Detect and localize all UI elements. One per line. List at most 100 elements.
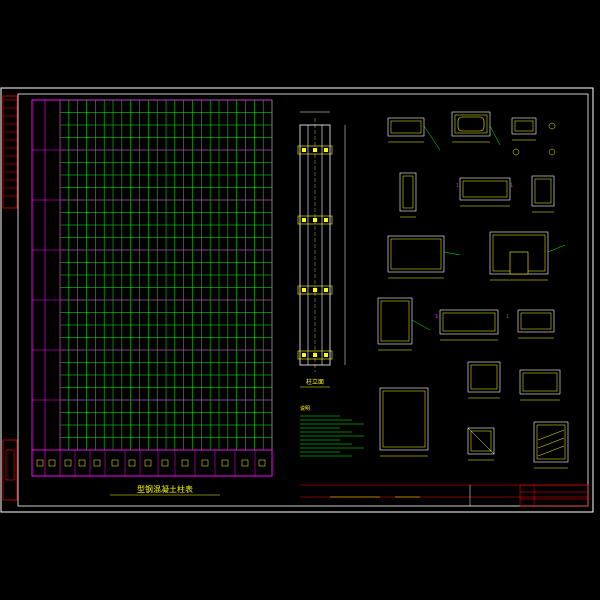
section-rebar [380,300,410,342]
shear-stud-line [537,437,565,449]
section-outline [459,177,511,201]
header-cell-mark [201,459,209,467]
section-outline [439,309,499,335]
section-rebar [534,178,552,204]
section-rebar [382,390,426,448]
beam-connection [297,215,333,225]
header-cell-mark [111,459,119,467]
header-cell-mark [128,459,136,467]
header-cell-mark [93,459,101,467]
section-rebar [536,424,566,460]
stud-mark [324,148,328,152]
section-i [377,297,413,351]
header-cell-mark [241,459,249,467]
leader-line [423,125,441,151]
section-rebar [522,372,558,392]
section-outline [467,361,501,393]
leader-line [411,319,431,331]
section-outline [511,117,537,135]
section-outline [519,369,561,395]
header-cell-mark [78,459,86,467]
header-cell-mark [36,459,44,467]
section-rebar [390,238,442,270]
leader-line [489,125,501,146]
section-n [519,369,561,401]
section-outline [517,309,555,333]
header-cell-mark [64,459,72,467]
header-cell-mark [221,459,229,467]
section-rebar [462,180,508,198]
stud-mark [302,148,306,152]
table-title: 型钢混凝土柱表 [137,484,193,494]
header-cell-mark [48,459,56,467]
beam-connection [297,145,333,155]
section-outline [387,235,445,273]
section-outline [533,421,569,463]
shear-stud-line [537,445,565,457]
beam-connection [297,285,333,295]
section-b [451,111,491,143]
header-cell-mark [181,459,189,467]
section-c [511,117,537,141]
sheet-frame [0,87,594,513]
section-outline [377,297,413,345]
detail-callout-icon [548,148,556,156]
section-rebar [402,175,414,209]
section-k [517,309,555,339]
stud-mark [302,218,306,222]
section-l [379,387,429,457]
section-mark-icon: 1 [456,183,459,189]
stud-mark [324,353,328,357]
elevation-caption: 柱立面 [306,378,324,386]
stud-mark [313,218,317,222]
section-o [467,427,495,461]
stud-mark [313,148,317,152]
left-strip [2,95,18,501]
detail-callout-icon [512,148,520,156]
section-outline [379,387,429,451]
section-d [399,172,417,218]
column-schedule-table [31,99,273,477]
section-rebar [442,312,496,332]
design-notes: 说明 [300,405,364,457]
stud-mark [302,288,306,292]
section-a [387,117,425,143]
detail-callout-icon [548,122,556,130]
stud-mark [313,353,317,357]
section-outline [387,117,425,137]
section-rebar [514,120,534,132]
leader-line [547,244,566,253]
section-mark-icon: 1 [510,183,513,189]
section-rebar [470,364,498,390]
section-rebar [390,120,422,134]
header-cell-mark [161,459,169,467]
column-elevation: 柱立面 [297,111,346,388]
section-rebar [520,312,552,330]
section-outline [399,172,417,212]
section-mark-icon: 1 [506,314,509,320]
notes-title: 说明 [300,405,310,412]
section-p [533,421,569,469]
section-m [467,361,501,399]
section-outline [467,427,495,455]
section-j [439,309,499,341]
section-rebar [454,114,488,134]
section-e [459,177,511,207]
section-outline [531,175,555,207]
leader-line [443,251,461,256]
diag-brace [467,427,495,455]
shear-stud-line [537,429,565,441]
drawing-border [17,93,589,507]
section-b-hoop [457,116,485,132]
stud-mark [324,218,328,222]
stud-mark [324,288,328,292]
stud-mark [313,288,317,292]
section-g [387,235,445,279]
stud-mark [302,353,306,357]
section-h-notch [509,251,529,275]
beam-connection [297,350,333,360]
title-block [300,484,589,507]
header-cell-mark [144,459,152,467]
